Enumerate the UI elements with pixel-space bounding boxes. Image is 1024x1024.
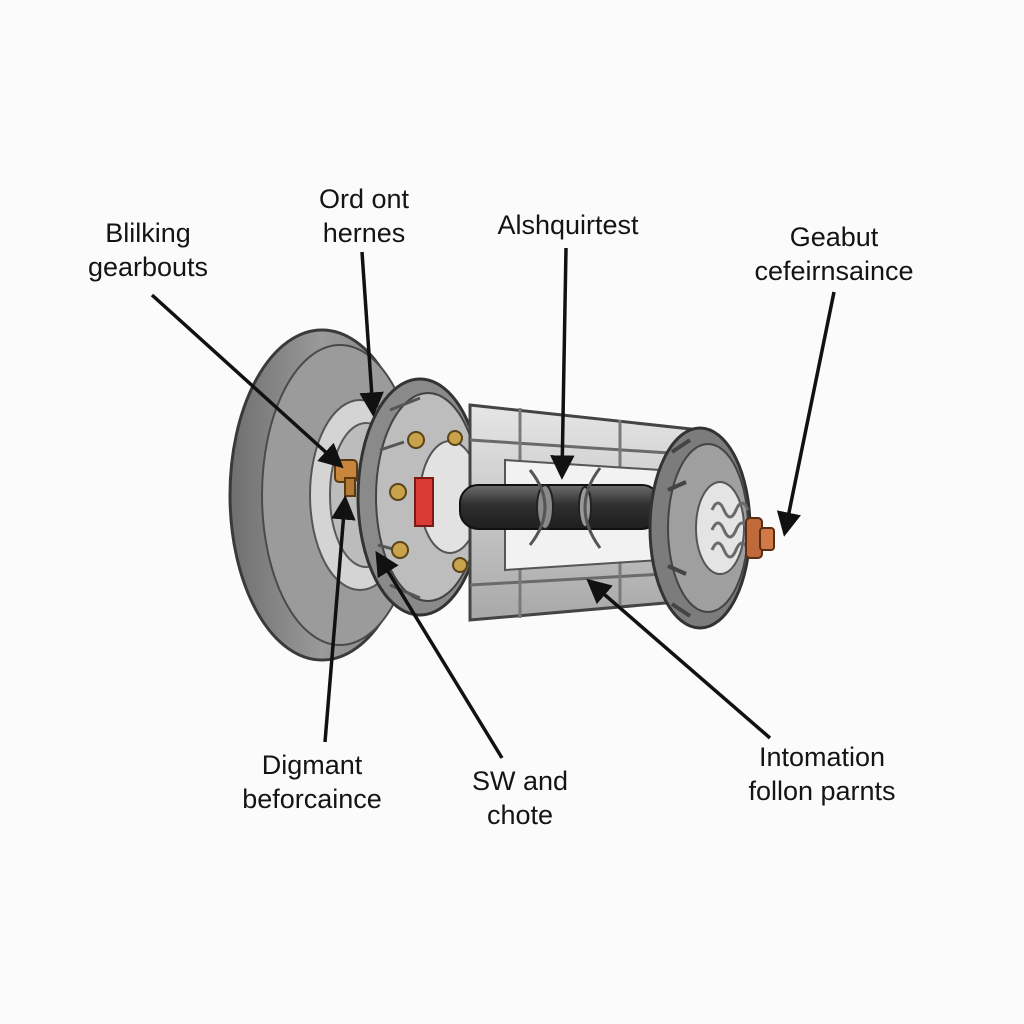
leader-ord-ont xyxy=(359,251,384,417)
label-sw-chote: SW and chote xyxy=(471,766,569,830)
leader-blilking xyxy=(150,293,344,469)
label-digmant: Digmant beforcaince xyxy=(242,750,382,814)
label-ord-ont: Ord ont hernes xyxy=(318,184,410,248)
red-indicator xyxy=(414,477,434,527)
leader-lines xyxy=(150,247,836,759)
leader-alshquirtest xyxy=(550,247,575,480)
copper-tip xyxy=(745,517,775,559)
label-geabut: Geabut cefeirnsaince xyxy=(754,222,914,286)
spring-end xyxy=(710,501,750,559)
right-end-flange xyxy=(648,426,752,630)
leader-sw-chote xyxy=(375,550,504,759)
label-intomation: Intomation follon parnts xyxy=(748,742,896,806)
label-blilking: Blilking gearbouts xyxy=(87,218,209,282)
central-shaft xyxy=(459,467,661,549)
leader-digmant xyxy=(323,495,356,743)
leader-geabut xyxy=(776,291,836,537)
label-alshquirtest: Alshquirtest xyxy=(497,210,639,240)
leader-intomation xyxy=(586,578,772,740)
